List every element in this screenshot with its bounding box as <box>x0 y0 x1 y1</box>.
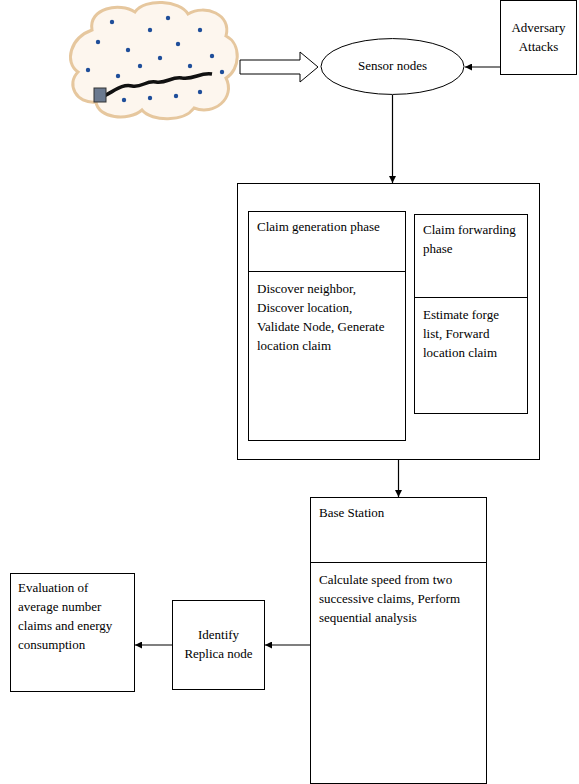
phase-group: Claim generation phaseDiscover neighbor,… <box>237 183 540 460</box>
sensor-dots <box>86 16 224 102</box>
phase-box: Claim forwarding phaseEstimate forge lis… <box>414 214 528 414</box>
hollow-arrow <box>240 52 318 82</box>
process-box: Identify Replica node <box>172 600 265 690</box>
box-body: Calculate speed from two successive clai… <box>311 563 486 636</box>
flow-arrow <box>135 644 172 645</box>
flow-arrow <box>398 460 399 497</box>
flow-arrow <box>265 644 310 645</box>
box-body: Estimate forge list, Forward location cl… <box>415 298 527 371</box>
route-path <box>104 74 212 96</box>
box-label: Evaluation of average number claims and … <box>11 574 134 659</box>
result-box: Evaluation of average number claims and … <box>10 573 135 692</box>
box-heading: Base Station <box>311 498 486 563</box>
box-heading: Claim forwarding phase <box>415 215 527 298</box>
flow-arrow <box>392 95 393 183</box>
phase-box: Claim generation phaseDiscover neighbor,… <box>248 211 406 441</box>
sensor-ellipse: Sensor nodes <box>320 38 465 95</box>
base-station-icon <box>94 88 106 102</box>
adversary-box: Adversary Attacks <box>500 0 577 75</box>
base-station-box: Base StationCalculate speed from two suc… <box>310 497 487 784</box>
box-label: Identify Replica node <box>173 621 264 669</box>
box-label: Adversary Attacks <box>501 14 576 62</box>
box-body: Discover neighbor, Discover location, Va… <box>249 272 405 363</box>
box-heading: Claim generation phase <box>249 212 405 272</box>
flow-arrow <box>465 66 500 67</box>
network-cloud <box>70 2 237 118</box>
box-label: Sensor nodes <box>348 53 437 80</box>
